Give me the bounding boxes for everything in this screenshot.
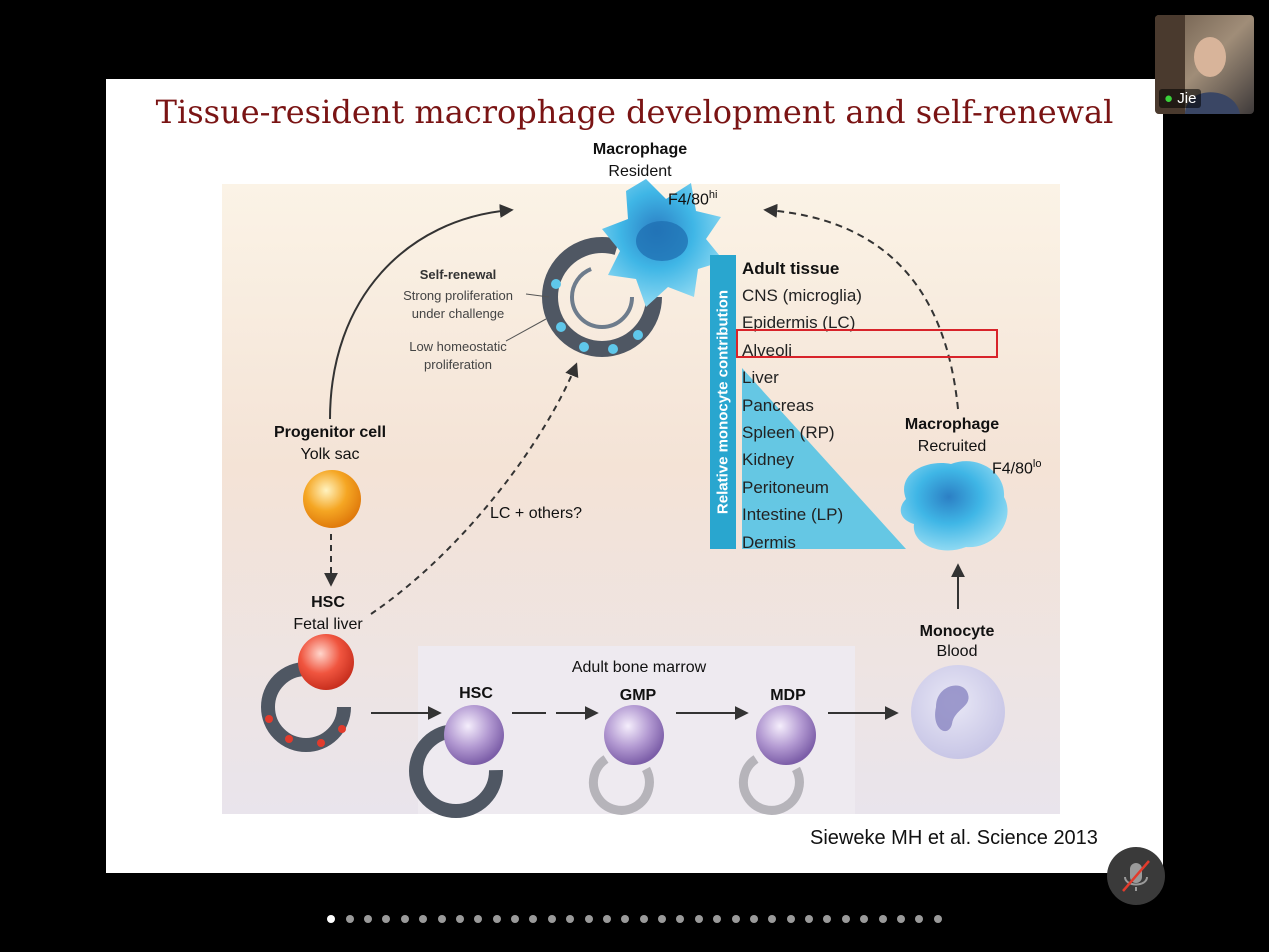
tissue-item: Peritoneum bbox=[742, 477, 829, 497]
slide-dot[interactable] bbox=[676, 915, 685, 923]
slide-dot[interactable] bbox=[602, 915, 611, 923]
slide-dot[interactable] bbox=[860, 915, 869, 923]
slide-dot[interactable] bbox=[327, 915, 336, 923]
resident-macrophage-name: Macrophage bbox=[592, 141, 688, 158]
slide-dot[interactable] bbox=[896, 915, 905, 923]
slide-dot[interactable] bbox=[511, 915, 520, 923]
mdp-cell bbox=[756, 705, 816, 765]
self-renewal-line1: Strong proliferation bbox=[403, 288, 513, 303]
self-renewal-line3: Low homeostatic bbox=[409, 339, 507, 354]
recruited-marker: F4/80lo bbox=[992, 458, 1042, 478]
slide-dot[interactable] bbox=[382, 915, 391, 923]
tissue-panel: Relative monocyte contribution Adult tis… bbox=[710, 255, 990, 552]
tissue-item: Kidney bbox=[742, 450, 794, 470]
self-renewal-line4: proliferation bbox=[424, 357, 492, 372]
tissue-item: Epidermis (LC) bbox=[742, 313, 856, 333]
resident-macrophage-subtitle: Resident bbox=[608, 163, 672, 180]
progenitor-cell bbox=[303, 470, 361, 528]
arrow-progenitor-to-macrophage bbox=[329, 203, 514, 420]
self-renewal-line2: under challenge bbox=[411, 306, 505, 321]
progenitor-subtitle: Yolk sac bbox=[300, 446, 360, 463]
tissue-item: Intestine (LP) bbox=[742, 505, 844, 525]
slide-dot[interactable] bbox=[400, 915, 409, 923]
slide-dot[interactable] bbox=[768, 915, 777, 923]
slide-dot[interactable] bbox=[584, 915, 593, 923]
slide-dot[interactable] bbox=[878, 915, 887, 923]
recruited-macrophage-cell bbox=[900, 461, 1008, 551]
tissue-item: Dermis bbox=[742, 532, 796, 552]
alveoli-highlight-box bbox=[736, 329, 998, 358]
tissue-item-highlighted: Alveoli bbox=[742, 340, 793, 360]
slide-dot[interactable] bbox=[915, 915, 924, 923]
slide-dot[interactable] bbox=[437, 915, 446, 923]
slide-dot[interactable] bbox=[529, 915, 538, 923]
monocyte-gradient-triangle bbox=[742, 368, 906, 549]
monocyte-name: Monocyte bbox=[919, 623, 995, 640]
tissue-item: Liver bbox=[742, 368, 779, 388]
slide-dot[interactable] bbox=[658, 915, 667, 923]
slide-dot[interactable] bbox=[823, 915, 832, 923]
tissue-item: Spleen (RP) bbox=[742, 422, 835, 442]
slide-dot[interactable] bbox=[841, 915, 850, 923]
gmp-cell bbox=[604, 705, 664, 765]
slide-dot[interactable] bbox=[345, 915, 354, 923]
citation: Sieweke MH et al. Science 2013 bbox=[810, 827, 1098, 849]
slide-dot[interactable] bbox=[566, 915, 575, 923]
slide: Tissue-resident macrophage development a… bbox=[106, 79, 1163, 873]
fetal-hsc-name: HSC bbox=[311, 594, 345, 611]
self-renewal-title: Self-renewal bbox=[419, 267, 497, 282]
slide-dot[interactable] bbox=[455, 915, 464, 923]
mic-muted-icon bbox=[1122, 860, 1150, 892]
slide-dot[interactable] bbox=[492, 915, 501, 923]
tissue-header: Adult tissue bbox=[742, 259, 840, 278]
slide-dot[interactable] bbox=[364, 915, 373, 923]
arrow-hsc-to-macrophage bbox=[370, 362, 579, 615]
marrow-hsc-label: HSC bbox=[459, 685, 493, 702]
bone-marrow-title: Adult bone marrow bbox=[571, 659, 707, 676]
monocyte-subtitle: Blood bbox=[936, 643, 978, 660]
tissue-item: CNS (microglia) bbox=[742, 286, 862, 305]
tissue-list: Adult tissue CNS (microglia) Epidermis (… bbox=[742, 255, 862, 556]
fetal-hsc-subtitle: Fetal liver bbox=[293, 616, 363, 633]
tissue-item: Pancreas bbox=[742, 395, 814, 415]
participant-video-tile[interactable]: ● Jie bbox=[1155, 15, 1254, 114]
slide-pagination bbox=[0, 910, 1269, 928]
slide-title: Tissue-resident macrophage development a… bbox=[155, 93, 1114, 131]
fetal-hsc-cell bbox=[298, 634, 354, 690]
mdp-label: MDP bbox=[770, 687, 806, 704]
diagram-graphics bbox=[261, 179, 1008, 818]
slide-dot[interactable] bbox=[474, 915, 483, 923]
slide-dot[interactable] bbox=[749, 915, 758, 923]
slide-dot[interactable] bbox=[621, 915, 630, 923]
recruited-macrophage-subtitle: Recruited bbox=[917, 438, 987, 455]
recruited-macrophage-name: Macrophage bbox=[904, 416, 1000, 433]
slide-dot[interactable] bbox=[419, 915, 428, 923]
gmp-label: GMP bbox=[619, 687, 657, 704]
slide-dot[interactable] bbox=[933, 915, 942, 923]
marrow-hsc-cell bbox=[444, 705, 504, 765]
mic-toggle-button[interactable] bbox=[1107, 847, 1165, 905]
slide-dot[interactable] bbox=[731, 915, 740, 923]
resident-marker: F4/80hi bbox=[668, 189, 718, 209]
slide-dot[interactable] bbox=[694, 915, 703, 923]
slide-dot[interactable] bbox=[639, 915, 648, 923]
monocyte-contribution-bar: Relative monocyte contribution bbox=[710, 255, 736, 549]
slide-dot[interactable] bbox=[547, 915, 556, 923]
lc-others-label: LC + others? bbox=[490, 505, 583, 522]
slide-dot[interactable] bbox=[713, 915, 722, 923]
participant-name-tag: ● Jie bbox=[1159, 89, 1202, 108]
mic-on-icon: ● bbox=[1164, 90, 1174, 107]
slide-dot[interactable] bbox=[786, 915, 795, 923]
progenitor-name: Progenitor cell bbox=[273, 424, 387, 441]
slide-dot[interactable] bbox=[805, 915, 814, 923]
